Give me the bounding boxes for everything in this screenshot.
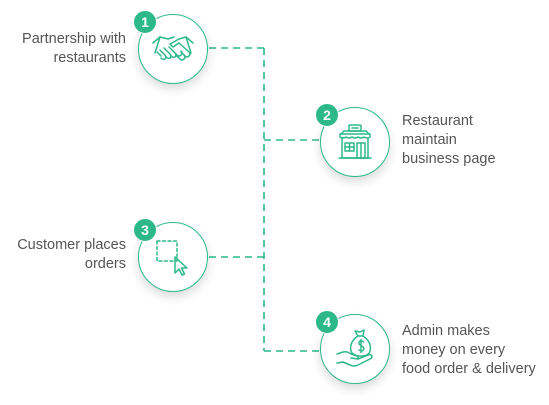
step-2-label: Restaurant maintain business page	[402, 112, 542, 169]
step-1-circle: 1	[133, 10, 208, 84]
step-3-circle: 3	[133, 218, 208, 292]
step-3-label-line: Customer places	[17, 237, 126, 253]
step-2-label-line: maintain	[402, 132, 457, 148]
step-1-number-badge: 1	[133, 10, 157, 34]
step-4-number-badge: 4	[315, 310, 339, 334]
step-1-label-line: restaurants	[53, 50, 126, 66]
step-4-label-line: Admin makes	[402, 323, 490, 339]
step-4-label: Admin makes money on every food order & …	[402, 322, 548, 379]
restaurant-storefront-icon	[338, 124, 372, 159]
step-4-circle: 4	[315, 310, 390, 384]
step-3-number-badge: 3	[133, 218, 157, 242]
money-in-hand-icon	[336, 329, 373, 367]
step-4-label-line: money on every	[402, 342, 506, 358]
step-1-label: Partnership with restaurants	[0, 30, 126, 68]
step-2-circle: 2	[315, 103, 390, 177]
step-4-label-line: food order & delivery	[402, 361, 536, 377]
step-2-label-line: Restaurant	[402, 113, 473, 129]
handshake-icon	[152, 36, 194, 61]
step-3-label: Customer places orders	[0, 236, 126, 274]
step-1-label-line: Partnership with	[22, 31, 126, 47]
step-3-label-line: orders	[84, 256, 126, 272]
step-2-label-line: business page	[402, 151, 496, 167]
click-cursor-icon	[156, 240, 188, 276]
step-2-number-badge: 2	[315, 103, 339, 127]
